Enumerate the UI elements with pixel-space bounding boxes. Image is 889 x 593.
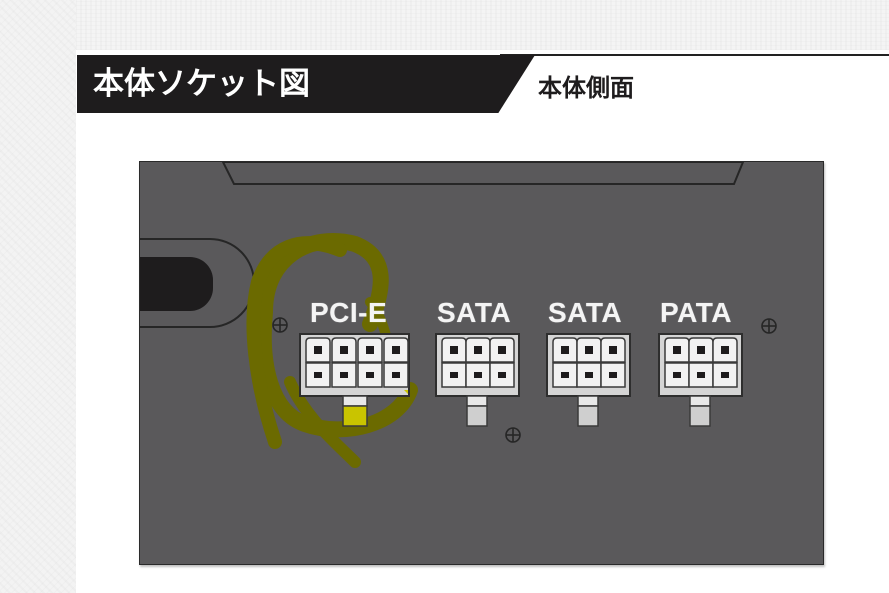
header-rule [500, 54, 889, 56]
sata-connector-2 [546, 333, 631, 427]
background-texture-left [0, 0, 76, 593]
top-notch [221, 162, 745, 185]
pcie-connector [299, 333, 410, 427]
pata-connector [658, 333, 743, 427]
header-banner [77, 55, 535, 113]
port-label-pata: PATA [660, 297, 732, 328]
panel-diagram [140, 162, 777, 468]
screw-icon [505, 427, 521, 443]
port-label-pcie: PCI-E [310, 297, 388, 328]
screw-icon [761, 318, 777, 334]
header-title: 本体ソケット図 [93, 66, 310, 102]
pcie-highlight-tab [342, 405, 368, 427]
screw-icon [272, 317, 288, 333]
highlight-annotation [246, 233, 418, 468]
port-label-sata-2: SATA [548, 297, 623, 328]
port-label-sata-1: SATA [437, 297, 512, 328]
side-slot [140, 257, 213, 311]
background-texture-top [0, 0, 889, 50]
sata-connector-1 [435, 333, 520, 427]
header-subtitle: 本体側面 [538, 74, 634, 102]
psu-side-panel: PCI-E SATA SATA PATA [139, 161, 824, 565]
